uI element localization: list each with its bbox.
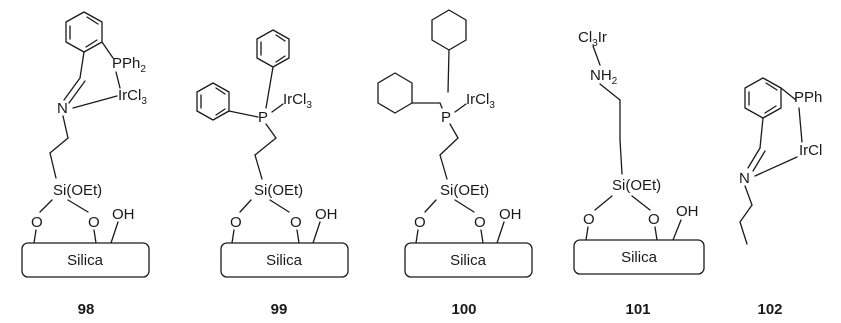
- oxygen-right: O: [88, 214, 100, 231]
- oxygen-right: O: [474, 214, 486, 231]
- compound-100: P IrCl3 Si(OEt) O O OH Silica 100: [377, 9, 533, 318]
- compound-99: P IrCl3 Si(OEt) O O OH Silica 99: [196, 29, 349, 318]
- benzene-ring: [744, 77, 782, 119]
- cyclohexyl-ring-upper: [431, 9, 467, 51]
- silanol-oh: OH: [315, 206, 338, 223]
- imine-nitrogen: N: [57, 100, 68, 117]
- cl3ir-group: Cl3Ir: [578, 29, 607, 49]
- oxygen-left: O: [414, 214, 426, 231]
- silanol-oh: OH: [499, 206, 522, 223]
- benzene-ring: [65, 11, 103, 53]
- nh2-group: NH2: [590, 67, 618, 87]
- imine-nitrogen: N: [739, 170, 750, 187]
- silica-support: [21, 242, 150, 278]
- oxygen-left: O: [31, 214, 43, 231]
- silica-label: Silica: [67, 252, 104, 269]
- ircl3-group: IrCl3: [283, 91, 312, 111]
- pph2-group: PPh2: [112, 55, 146, 75]
- si-oet-group: Si(OEt): [53, 182, 102, 199]
- si-oet-group: Si(OEt): [612, 177, 661, 194]
- silica-support: [404, 242, 533, 278]
- ircl3-group: IrCl3: [118, 87, 147, 107]
- cyclohexyl-ring-left: [377, 72, 413, 114]
- silica-label: Silica: [450, 252, 487, 269]
- oxygen-right: O: [290, 214, 302, 231]
- pph2-group: PPh: [794, 89, 822, 106]
- compound-number: 98: [78, 301, 95, 318]
- ircl3-group: IrCl3: [466, 91, 495, 111]
- compound-number: 99: [271, 301, 288, 318]
- ircl3-group: IrCl: [799, 142, 822, 159]
- oxygen-left: O: [230, 214, 242, 231]
- phenyl-ring-upper: [256, 29, 290, 68]
- oxygen-right: O: [648, 211, 660, 228]
- silanol-oh: OH: [676, 203, 699, 220]
- silica-label: Silica: [266, 252, 303, 269]
- compound-number: 100: [451, 301, 476, 318]
- phenyl-ring-left: [196, 82, 230, 121]
- compound-number: 102: [757, 301, 782, 318]
- compound-number: 101: [625, 301, 650, 318]
- compound-101: Cl3Ir NH2 Si(OEt) O O OH Silica 101: [573, 29, 705, 318]
- silica-support: [573, 239, 705, 275]
- silanol-oh: OH: [112, 206, 135, 223]
- silica-support: [220, 242, 349, 278]
- si-oet-group: Si(OEt): [254, 182, 303, 199]
- phosphorus-atom: P: [441, 109, 451, 126]
- compound-102: PPh IrCl N 102: [739, 77, 822, 318]
- oxygen-left: O: [583, 211, 595, 228]
- si-oet-group: Si(OEt): [440, 182, 489, 199]
- phosphorus-atom: P: [258, 109, 268, 126]
- compound-98: PPh2 IrCl3 N Si(OEt) O O OH Silica 98: [21, 11, 150, 318]
- silica-label: Silica: [621, 249, 658, 266]
